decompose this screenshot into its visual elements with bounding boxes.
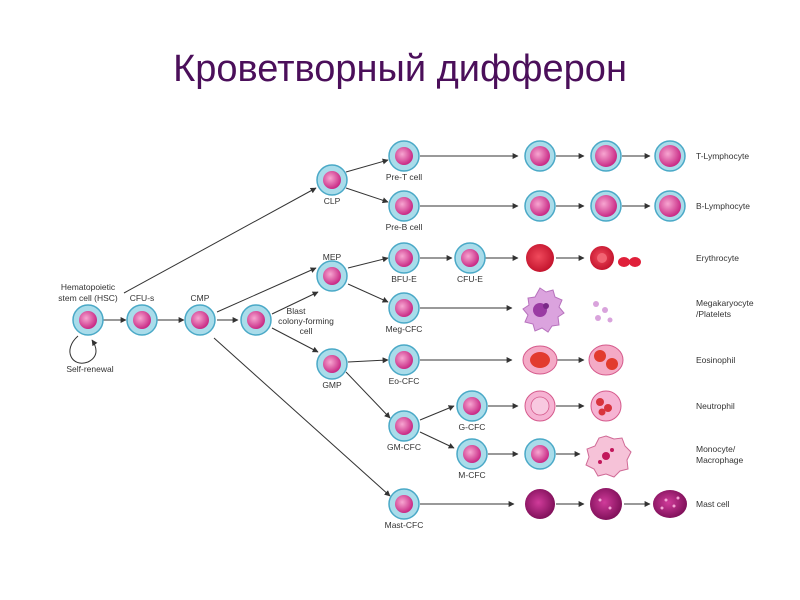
- label-megakaryocyte-line1: Megakaryocyte: [696, 298, 754, 308]
- label-mast-cell: Mast cell: [696, 499, 730, 509]
- cell-bfu-e: [388, 242, 420, 274]
- cell-m-cfc: [456, 438, 488, 470]
- label-eo-cfc: Eo-CFC: [389, 376, 420, 386]
- cell-b-stage1: [524, 190, 556, 222]
- cell-hsc: [72, 304, 104, 336]
- cell-eosinophil: [588, 344, 624, 376]
- cell-clp: [316, 164, 348, 196]
- label-self-renewal: Self-renewal: [66, 364, 113, 374]
- cell-eo-cfc: [388, 344, 420, 376]
- label-t-lymphocyte: T-Lymphocyte: [696, 151, 749, 161]
- cell-mast-cfc: [388, 488, 420, 520]
- label-pre-b: Pre-B cell: [386, 222, 423, 232]
- label-monocyte-line2: Macrophage: [696, 455, 744, 465]
- label-meg-cfc: Meg-CFC: [386, 324, 423, 334]
- label-blast-line2: colony-forming: [278, 316, 334, 326]
- label-bfu-e: BFU-E: [391, 274, 417, 284]
- cell-mast-stage2: [590, 488, 622, 520]
- cell-t-lymphocyte: [654, 140, 686, 172]
- megakaryocyte-cells: [522, 287, 613, 333]
- label-g-cfc: G-CFC: [459, 422, 486, 432]
- label-gmp: GMP: [322, 380, 342, 390]
- label-cfu-e: CFU-E: [457, 274, 483, 284]
- self-renewal-arrow: [69, 335, 98, 364]
- label-eosinophil: Eosinophil: [696, 355, 735, 365]
- label-pre-t: Pre-T cell: [386, 172, 422, 182]
- connector-lines: [69, 153, 651, 507]
- cell-cfu-s: [126, 304, 158, 336]
- label-m-cfc: M-CFC: [458, 470, 485, 480]
- label-megakaryocyte-line2: /Platelets: [696, 309, 731, 319]
- label-blast-line1: Blast: [287, 306, 307, 316]
- cell-erythroid-precursor: [526, 244, 554, 272]
- mast-cells: [525, 488, 687, 520]
- label-b-lymphocyte: B-Lymphocyte: [696, 201, 750, 211]
- cell-pre-t: [388, 140, 420, 172]
- cell-t-stage2: [590, 140, 622, 172]
- cell-g-cfc: [456, 390, 488, 422]
- eosinophil-cells: [522, 344, 624, 376]
- platelet: [593, 301, 599, 307]
- neutrophil-cells: [524, 390, 622, 422]
- cell-erythrocyte: [618, 257, 630, 267]
- cell-mep: [316, 260, 348, 292]
- label-gm-cfc: GM-CFC: [387, 442, 421, 452]
- cell-mast-precursor: [525, 489, 555, 519]
- cell-gmp: [316, 348, 348, 380]
- erythroid-cells: [526, 244, 641, 272]
- cell-b-lymphocyte: [654, 190, 686, 222]
- page-title: Кроветворный дифферон: [173, 48, 627, 90]
- cell-mast-cell: [653, 490, 687, 518]
- label-mast-cfc: Mast-CFC: [385, 520, 424, 530]
- monocyte-cells: [585, 435, 632, 478]
- label-clp: CLP: [324, 196, 341, 206]
- label-cfu-s: CFU-s: [130, 293, 155, 303]
- label-cmp: CMP: [191, 293, 210, 303]
- cell-b-stage2: [590, 190, 622, 222]
- progenitor-cells: [72, 140, 686, 520]
- cell-t-stage1: [524, 140, 556, 172]
- end-cell-labels: T-Lymphocyte B-Lymphocyte Erythrocyte Me…: [696, 151, 754, 509]
- label-blast-line3: cell: [300, 326, 313, 336]
- cell-monocyte-stage1: [524, 438, 556, 470]
- cell-cmp: [184, 304, 216, 336]
- label-hsc-line2: stem cell (HSC): [58, 293, 118, 303]
- label-mep: MEP: [323, 252, 342, 262]
- label-neutrophil: Neutrophil: [696, 401, 735, 411]
- label-erythrocyte: Erythrocyte: [696, 253, 739, 263]
- cell-gm-cfc: [388, 410, 420, 442]
- cell-pre-b: [388, 190, 420, 222]
- stage-labels: Hematopoietic stem cell (HSC) Self-renew…: [58, 172, 485, 530]
- cell-blast: [240, 304, 272, 336]
- label-hsc-line1: Hematopoietic: [61, 282, 116, 292]
- cell-meg-cfc: [388, 292, 420, 324]
- label-monocyte-line1: Monocyte/: [696, 444, 736, 454]
- cell-cfu-e: [454, 242, 486, 274]
